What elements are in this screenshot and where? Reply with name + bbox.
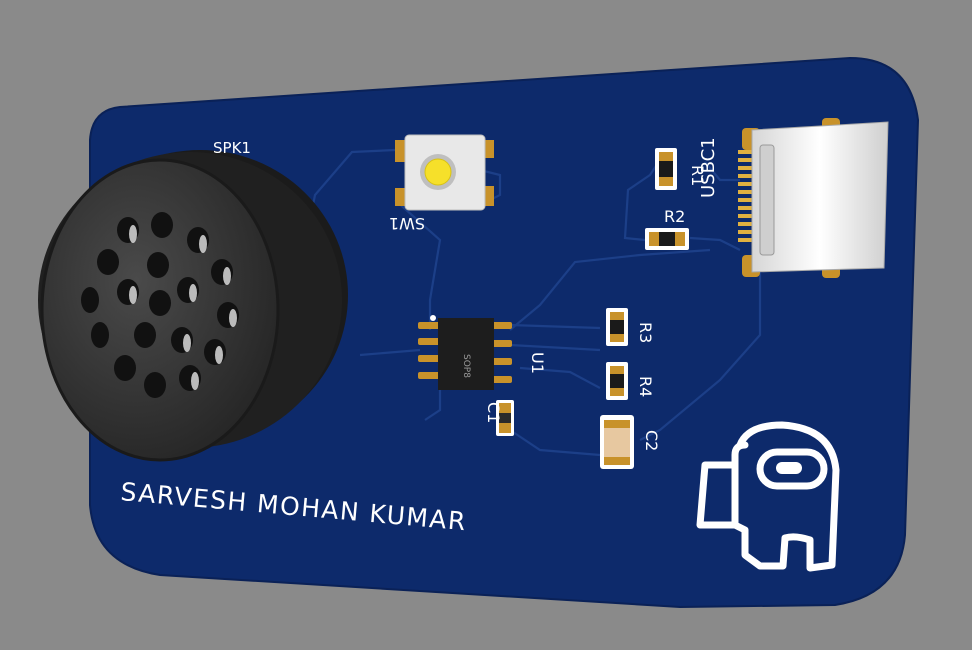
c2-label: C2 [642,430,661,451]
resistor-r3 [606,308,628,346]
speaker-spk1 [38,150,348,462]
usb-c-connector-usbc1 [738,118,889,278]
c1-label: C1 [484,402,503,423]
r3-label: R3 [636,322,655,343]
resistor-r2 [645,228,689,250]
r1-label: R1 [688,165,707,186]
ic-marking: SOP8 [461,354,471,378]
ic-u1: SOP8 [418,315,512,390]
tactile-switch-sw1 [395,134,494,211]
r2-label: R2 [664,207,685,226]
spk1-label: SPK1 [213,139,251,157]
sw1-label: SW1 [389,214,425,233]
resistor-r4 [606,362,628,400]
u1-label: U1 [528,352,547,374]
capacitor-c2 [600,415,634,469]
copper-traces [308,148,762,457]
among-us-crewmate-icon [696,421,840,572]
usbc1-label: USBC1 [698,137,719,198]
r4-label: R4 [636,376,655,397]
resistor-r1 [655,148,677,190]
capacitor-c1 [496,400,514,436]
